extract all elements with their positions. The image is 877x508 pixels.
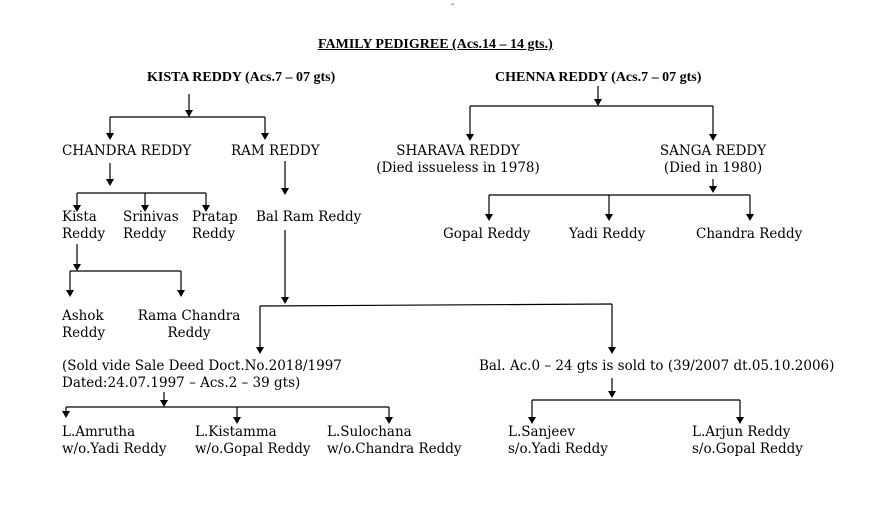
node-gopal-reddy: Gopal Reddy	[443, 226, 531, 242]
node-ram-reddy: RAM REDDY	[231, 143, 320, 159]
note-line: (Sold vide Sale Deed Doct.No.2018/1997	[62, 358, 342, 374]
name-line: Kista	[62, 209, 97, 225]
relation-line: w/o.Chandra Reddy	[327, 441, 462, 457]
name-line: Ashok	[62, 308, 104, 324]
relation-line: w/o.Yadi Reddy	[62, 441, 167, 457]
arrow-head	[594, 99, 602, 106]
node-sanga-reddy: SANGA REDDY (Died in 1980)	[648, 143, 778, 177]
arrow-head	[466, 134, 474, 141]
arrow-head	[281, 297, 289, 304]
arrow-head	[185, 110, 193, 117]
name-line: Srinivas	[123, 209, 179, 225]
node-chenna-reddy: CHENNA REDDY (Acs.7 – 07 gts)	[495, 70, 702, 85]
name-line: L.Amrutha	[62, 424, 136, 440]
arrow-head	[485, 214, 493, 221]
relation-line: w/o.Gopal Reddy	[195, 441, 311, 457]
node-amrutha: L.Amrutha w/o.Yadi Reddy	[62, 424, 167, 458]
name-line: L.Sulochana	[327, 424, 412, 440]
connector-line	[259, 303, 613, 307]
arrow-head	[177, 290, 185, 297]
arrow-head	[62, 411, 70, 418]
name-line: SANGA REDDY	[659, 143, 767, 159]
node-kistamma: L.Kistamma w/o.Gopal Reddy	[195, 424, 311, 458]
node-rama-chandra-reddy: Rama Chandra Reddy	[137, 308, 241, 342]
node-pratap-reddy: Pratap Reddy	[192, 209, 238, 243]
node-chandra-reddy-2: Chandra Reddy	[696, 226, 803, 242]
note-line: Dated:24.07.1997 – Acs.2 – 39 gts)	[62, 375, 301, 391]
top-mark: “	[451, 3, 455, 10]
note-line: (Died in 1980)	[663, 160, 763, 176]
arrow-head	[608, 391, 616, 398]
name-line: Rama Chandra	[137, 308, 241, 324]
name-line: Reddy	[123, 226, 167, 242]
node-kista-child: Kista Reddy	[62, 209, 105, 243]
name-line: Reddy	[167, 325, 211, 341]
arrow-head	[608, 347, 616, 354]
sale-note-left: (Sold vide Sale Deed Doct.No.2018/1997 D…	[62, 358, 342, 392]
node-srinivas-reddy: Srinivas Reddy	[123, 209, 179, 243]
arrow-head	[106, 133, 114, 140]
name-line: L.Kistamma	[195, 424, 277, 440]
name-line: SHARAVA REDDY	[396, 143, 520, 159]
name-line: Reddy	[62, 325, 106, 341]
arrow-head	[709, 186, 717, 193]
node-sharava-reddy: SHARAVA REDDY (Died issueless in 1978)	[370, 143, 546, 177]
arrow-head	[73, 205, 81, 212]
node-arjun-reddy: L.Arjun Reddy s/o.Gopal Reddy	[692, 424, 803, 458]
arrow-head	[233, 417, 241, 424]
node-ashok-reddy: Ashok Reddy	[62, 308, 105, 342]
arrow-head	[202, 205, 210, 212]
node-chandra-reddy: CHANDRA REDDY	[62, 143, 192, 159]
arrow-head	[106, 179, 114, 186]
node-sulochana: L.Sulochana w/o.Chandra Reddy	[327, 424, 462, 458]
arrow-head	[73, 264, 81, 271]
arrow-head	[528, 417, 536, 424]
name-line: Reddy	[192, 226, 236, 242]
arrow-head	[66, 290, 74, 297]
name-line: Pratap	[192, 209, 238, 225]
name-line: Reddy	[62, 226, 106, 242]
arrow-head	[385, 417, 393, 424]
note-line: (Died issueless in 1978)	[376, 160, 540, 176]
node-kista-reddy: KISTA REDDY (Acs.7 – 07 gts)	[147, 70, 336, 85]
relation-line: s/o.Yadi Reddy	[508, 441, 608, 457]
diagram-title: FAMILY PEDIGREE (Acs.14 – 14 gts.)	[318, 37, 553, 52]
arrow-head	[605, 214, 613, 221]
sale-note-right: Bal. Ac.0 – 24 gts is sold to (39/2007 d…	[479, 358, 835, 374]
name-line: L.Sanjeev	[508, 424, 576, 440]
arrow-head	[736, 417, 744, 424]
arrow-head	[261, 133, 269, 140]
arrow-head	[160, 400, 168, 407]
arrow-head	[709, 134, 717, 141]
name-line: L.Arjun Reddy	[692, 424, 791, 440]
arrow-head	[256, 347, 264, 354]
arrow-head	[281, 188, 289, 195]
node-sanjeev: L.Sanjeev s/o.Yadi Reddy	[508, 424, 608, 458]
node-bal-ram-reddy: Bal Ram Reddy	[256, 209, 362, 225]
node-yadi-reddy: Yadi Reddy	[569, 226, 646, 242]
arrow-head	[746, 214, 754, 221]
arrow-head	[141, 205, 149, 212]
relation-line: s/o.Gopal Reddy	[692, 441, 803, 457]
